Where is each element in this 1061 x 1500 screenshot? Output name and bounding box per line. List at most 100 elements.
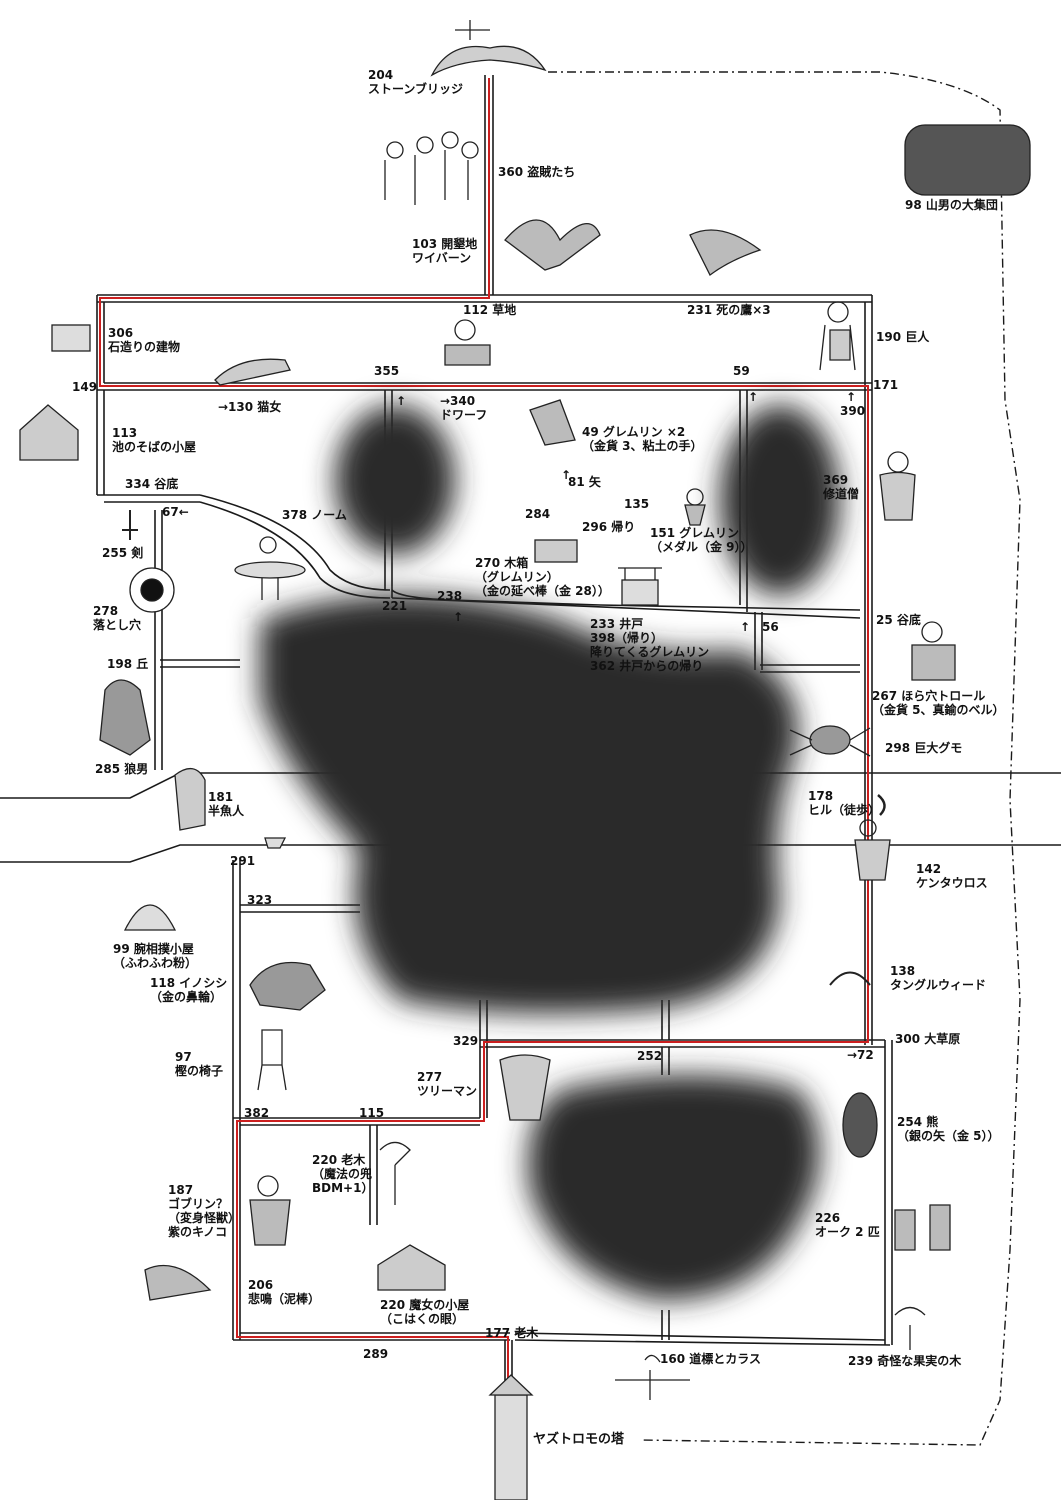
label-329: 329 — [453, 1034, 479, 1048]
label-72: →72 — [847, 1048, 874, 1062]
label-return-296: 296 帰り — [582, 520, 636, 534]
label-stone-bridge: 204 ストーンブリッジ — [368, 68, 464, 96]
fog — [260, 405, 840, 1300]
label-bear: 254 熊 （銀の矢（金 5）） — [897, 1115, 1000, 1143]
label-great-plain: 300 大草原 — [895, 1032, 961, 1046]
label-witch-hut: 220 魔女の小屋 （こはくの眼） — [380, 1298, 470, 1326]
label-monk: 369 修道僧 — [823, 473, 860, 501]
boar-icon — [249, 961, 326, 1011]
dashed-path — [548, 71, 1021, 1446]
tangleweed-icon — [829, 971, 871, 986]
gremlins-icon — [529, 399, 576, 446]
cave-troll-icon — [911, 621, 956, 681]
strange-tree-icon — [894, 1306, 926, 1350]
label-221: 221 — [382, 599, 408, 613]
leech-icon — [877, 794, 886, 816]
up-arrow-1: ↑ — [396, 394, 407, 408]
label-fishman: 181 半魚人 — [208, 790, 245, 818]
label-goblin: 187 ゴブリン？ （変身怪獣） 紫のキノコ — [168, 1183, 241, 1239]
label-oak-chair: 97 樫の椅子 — [175, 1050, 224, 1078]
witch-hut-icon — [377, 1244, 446, 1291]
up-arrow-2: ↑ — [748, 390, 759, 404]
label-cave-troll: 267 ほら穴トロール （金貨 5、真鍮のベル） — [872, 689, 1005, 717]
centaur-icon — [854, 819, 891, 881]
giant-icon — [819, 301, 856, 371]
signpost-icon — [615, 1354, 690, 1400]
giant-spider-icon — [789, 725, 871, 757]
label-323: 323 — [247, 893, 273, 907]
label-treeman: 277 ツリーマン — [417, 1070, 478, 1098]
oak-chair-icon — [257, 1029, 287, 1091]
mountain-men-icon — [904, 124, 1031, 196]
cat-woman-icon — [214, 358, 291, 386]
stone-building-icon — [51, 324, 91, 352]
label-284: 284 — [525, 507, 551, 521]
label-291: 291 — [230, 854, 256, 868]
label-sword: 255 剣 — [102, 546, 144, 560]
goblin-icon — [249, 1175, 291, 1246]
up-arrow-4: ↑ — [453, 610, 464, 624]
werewolf-icon — [99, 679, 151, 756]
death-hawk-icon — [689, 229, 762, 276]
label-old-tree-helmet: 220 老木 （魔法の兜 BDM+1） — [312, 1153, 374, 1195]
well-icon — [618, 567, 662, 606]
roads — [0, 75, 1061, 1390]
label-valley-25: 25 谷底 — [876, 613, 921, 627]
stone-bridge-icon — [430, 20, 547, 77]
thief-icon — [144, 1264, 212, 1301]
chest-icon — [534, 539, 578, 563]
label-238: 238 — [437, 589, 463, 603]
label-yaztromo-tower: ヤズトロモの塔 — [533, 1432, 625, 1447]
label-strange-fruit-tree: 239 奇怪な果実の木 — [848, 1354, 962, 1368]
label-252: 252 — [637, 1049, 663, 1063]
label-death-hawks: 231 死の鷹×3 — [687, 303, 771, 317]
pit-icon — [129, 567, 175, 613]
label-giant: 190 巨人 — [876, 330, 930, 344]
label-cat-woman: →130 猫女 — [218, 400, 282, 414]
label-135: 135 — [624, 497, 650, 511]
label-67: 67← — [162, 505, 189, 519]
label-clearing-wyvern: 103 開墾地 ワイバーン — [412, 237, 478, 265]
label-mountain-men: 98 山男の大集団 — [905, 198, 998, 212]
label-gremlins: 49 グレムリン ×2 （金貨 3、粘土の手） — [582, 425, 703, 453]
label-meadow: 112 草地 — [463, 303, 517, 317]
label-valley-334: 334 谷底 — [125, 477, 179, 491]
label-pond-cabin: 113 池のそばの小屋 — [112, 426, 197, 454]
label-wrestling-hut: 99 腕相撲小屋 （ふわふわ粉） — [113, 942, 198, 970]
label-giant-spider: 298 巨大グモ — [885, 741, 963, 755]
route-line — [99, 78, 869, 1390]
boat-icon — [264, 837, 287, 849]
wrestling-hut-icon — [123, 904, 177, 931]
label-well: 233 井戸 398（帰り） 降りてくるグレムリン 362 井戸からの帰り — [590, 617, 710, 673]
label-chest: 270 木箱 （グレムリン） （金の延べ棒（金 28）） — [475, 556, 610, 598]
wyvern-icon — [504, 219, 601, 271]
old-tree-icon — [379, 1141, 411, 1205]
gnome-icon — [234, 536, 306, 600]
monk-icon — [879, 451, 916, 521]
sword-icon — [122, 510, 138, 540]
up-arrow-6: ↑ — [561, 468, 572, 482]
fishman-icon — [174, 768, 206, 831]
label-stone-building: 306 石造りの建物 — [108, 326, 181, 354]
label-orcs: 226 オーク 2 匹 — [815, 1211, 880, 1239]
treeman-icon — [499, 1054, 551, 1121]
label-gnome: 378 ノーム — [282, 508, 347, 522]
up-arrow-5: ↑ — [740, 620, 751, 634]
bear-icon — [842, 1092, 878, 1158]
label-boar: 118 イノシシ （金の鼻輪） — [150, 976, 228, 1004]
label-pit: 278 落とし穴 — [93, 604, 142, 632]
label-signpost-crow: 160 道標とカラス — [660, 1352, 761, 1366]
label-tangleweed: 138 タングルウィード — [890, 964, 987, 992]
gremlin-icon — [684, 488, 706, 526]
label-390: 390 — [840, 404, 866, 418]
label-old-tree-177: 177 老木 — [485, 1326, 539, 1340]
label-centaur: 142 ケンタウロス — [916, 862, 988, 890]
label-56: 56 — [762, 620, 779, 634]
label-382: 382 — [244, 1106, 270, 1120]
label-scream-thief: 206 悲鳴（泥棒） — [248, 1278, 321, 1306]
label-59: 59 — [733, 364, 750, 378]
label-bandits: 360 盗賊たち — [498, 165, 576, 179]
label-werewolf: 285 狼男 — [95, 762, 149, 776]
